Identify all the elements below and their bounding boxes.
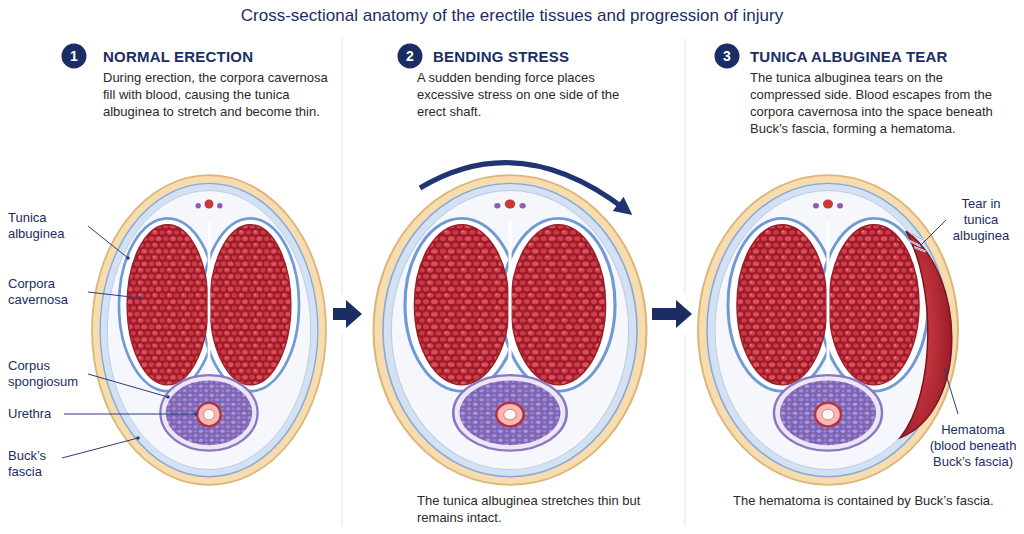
stage-arrow	[333, 300, 362, 328]
stage-description: During erection, the corpora cavernosa f…	[103, 69, 331, 120]
leader-line	[88, 226, 128, 258]
leader-line	[88, 292, 140, 298]
cross-section-normal	[92, 175, 326, 485]
step-number-badge: 3	[714, 43, 740, 69]
panel-divider	[342, 334, 343, 526]
badge-circle-fill	[62, 44, 87, 69]
badge-circle-fill	[715, 44, 740, 69]
panel-divider	[685, 334, 686, 526]
badge-circle-fill	[398, 44, 423, 69]
stage-heading: BENDING STRESS	[433, 48, 648, 66]
stage-panel: BENDING STRESS A sudden bending force pla…	[362, 36, 652, 530]
stage-arrow	[652, 300, 692, 328]
panel-divider	[342, 38, 343, 294]
hematoma	[900, 231, 952, 438]
step-number: 3	[723, 48, 731, 64]
stage-panel: NORMAL ERECTION During erection, the corp…	[8, 36, 333, 526]
part-label: Tunica albuginea	[8, 210, 86, 242]
part-label: Urethra	[8, 406, 86, 422]
step-number: 2	[406, 48, 414, 64]
panel-divider	[685, 38, 686, 294]
part-label: Corpora cavernosa	[8, 276, 86, 308]
leader-line	[944, 368, 958, 414]
leader-dot	[126, 256, 130, 260]
leader-line	[920, 220, 946, 246]
stage-note: The hematoma is contained by Buck’s fasc…	[733, 492, 1003, 509]
bending-force-arrow	[420, 163, 626, 210]
leader-dot	[136, 436, 140, 440]
step-number-badge: 2	[397, 43, 423, 69]
stage-heading: TUNICA ALBUGINEA TEAR	[750, 48, 1012, 66]
stage-heading: NORMAL ERECTION	[103, 48, 328, 66]
leader-lines	[62, 220, 958, 458]
step-number-badge: 1	[61, 43, 87, 69]
leader-line	[62, 438, 138, 458]
stage-description: The tunica albuginea tears on the compre…	[750, 69, 1012, 137]
injury-label: Tear in tunica albuginea	[944, 196, 1018, 244]
part-label: Buck’s fascia	[8, 448, 78, 480]
cross-section-bending	[374, 175, 647, 485]
stage-description: A sudden bending force places excessive …	[417, 69, 649, 120]
leader-line	[88, 374, 168, 397]
cross-section-tear	[698, 175, 958, 485]
injury-overlay	[900, 231, 952, 438]
injury-label: Hematoma (blood beneath Buck’s fascia)	[926, 422, 1020, 470]
leader-dot	[166, 395, 170, 399]
leader-dot	[194, 412, 198, 416]
leader-line	[64, 414, 196, 415]
stage-note: The tunica albuginea stretches thin but …	[417, 492, 649, 526]
part-label: Corpus spongiosum	[8, 358, 88, 390]
leader-dot	[138, 296, 142, 300]
diagram-title: Cross-sectional anatomy of the erectile …	[0, 5, 1024, 27]
step-number: 1	[70, 48, 78, 64]
